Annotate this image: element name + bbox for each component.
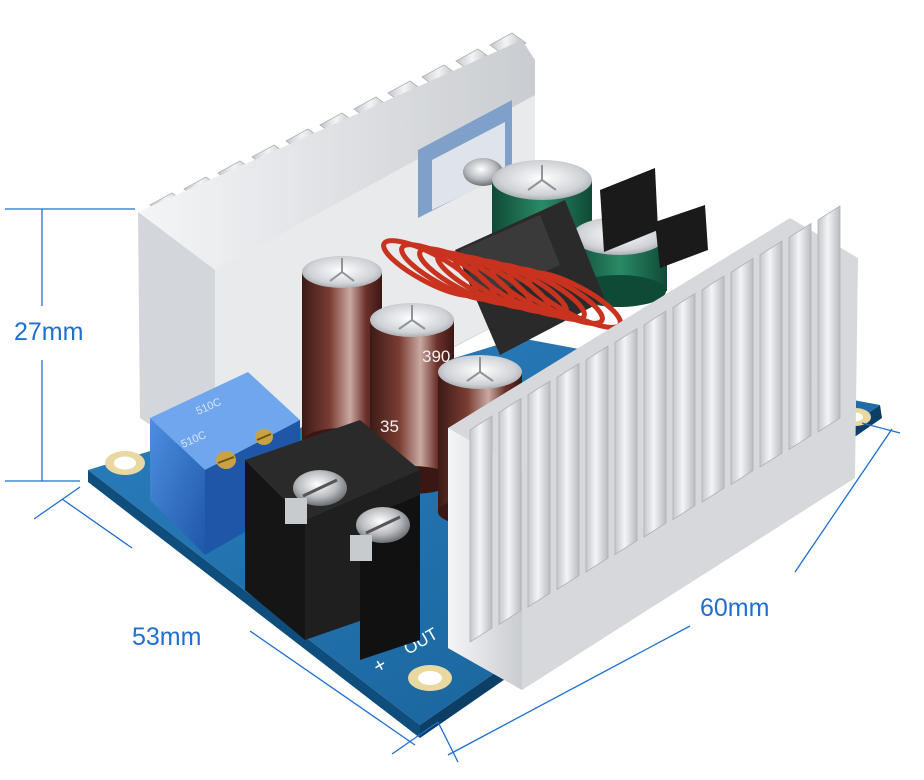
dimension-height-line — [5, 208, 135, 482]
dimension-depth-label: 53mm — [132, 623, 202, 651]
heatsink-back — [138, 32, 535, 470]
diode-tab-1 — [600, 168, 658, 252]
terminal-block — [245, 420, 420, 660]
dimension-width-label: 60mm — [700, 594, 770, 622]
heatsink-front-fin — [643, 310, 667, 538]
heatsink-front-fin — [701, 275, 725, 503]
heatsink-front-fin — [585, 345, 609, 573]
capacitor-value: 390 — [422, 347, 450, 366]
terminal-screw-1[interactable] — [293, 470, 347, 506]
inductor — [381, 200, 623, 355]
heatsink-front-fin — [469, 415, 493, 643]
heatsink-front-fin — [730, 257, 754, 486]
heatsink-front-fin — [788, 222, 812, 451]
mounting-hole-front — [408, 665, 452, 691]
heatsink-front-fin — [672, 292, 696, 521]
trim-screw-top[interactable] — [255, 429, 273, 445]
inductor-coil-wrap — [507, 266, 605, 326]
capacitor-side-marking: 35 — [380, 417, 399, 436]
inductor-coil-wrap — [489, 262, 587, 322]
heatsink-front-fin — [817, 205, 841, 433]
heatsink-front-fin — [498, 397, 522, 626]
mounting-hole-left — [105, 451, 145, 475]
heatsink-front — [448, 205, 858, 690]
diode-tab-2 — [655, 205, 708, 268]
heatsink-front-fin — [527, 380, 551, 608]
capacitor-brown-back — [302, 256, 382, 456]
heatsink-front-fin — [614, 327, 638, 556]
dimension-depth-line — [33, 486, 439, 755]
trim-screw-bottom[interactable] — [216, 451, 236, 469]
dimension-height-label: 27mm — [14, 318, 84, 346]
dimension-width-line — [437, 422, 901, 763]
terminal-screw-2[interactable] — [356, 507, 410, 543]
heatsink-front-fin — [759, 240, 783, 468]
dimension-lines — [5, 208, 901, 763]
heatsink-front-fin — [556, 362, 580, 591]
